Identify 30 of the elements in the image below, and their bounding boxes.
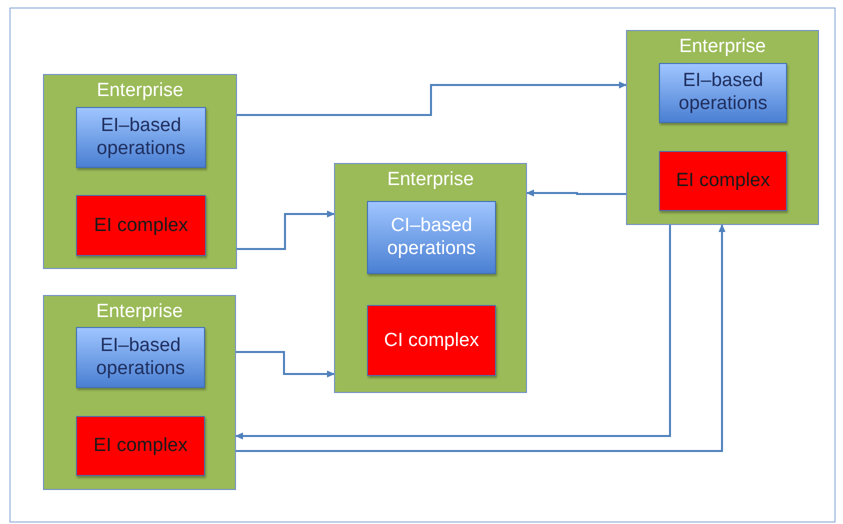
box-label: CI–based operations [386, 214, 477, 260]
arrow [237, 82, 627, 116]
arrow [236, 351, 335, 378]
enterprise-box [334, 163, 527, 393]
enterprise-box [626, 30, 819, 225]
enterprise-box [43, 74, 237, 269]
enterprise-heading: Enterprise [96, 81, 184, 100]
arrow [235, 225, 671, 440]
enterprise-box [43, 295, 236, 490]
enterprise-heading: Enterprise [96, 302, 183, 321]
box-label: CI complex [384, 330, 480, 352]
box-label: EI–based operations [678, 70, 768, 116]
box-label: EI complex [94, 435, 188, 457]
operations-box [659, 63, 787, 123]
box-label: EI complex [94, 214, 188, 236]
box-label: EI–based operations [95, 334, 186, 380]
operations-box [76, 107, 206, 168]
operations-box [367, 201, 496, 274]
box-label: EI–based operations [96, 114, 186, 160]
arrow [526, 190, 626, 196]
complex-box [76, 416, 205, 476]
enterprise-heading: Enterprise [387, 170, 474, 189]
box-label: EI complex [676, 170, 770, 192]
complex-box [659, 151, 787, 211]
enterprise-heading: Enterprise [679, 37, 766, 56]
operations-box [76, 327, 205, 388]
complex-box [76, 195, 206, 256]
arrow [236, 224, 726, 452]
arrow [237, 210, 335, 250]
complex-box [367, 305, 496, 376]
